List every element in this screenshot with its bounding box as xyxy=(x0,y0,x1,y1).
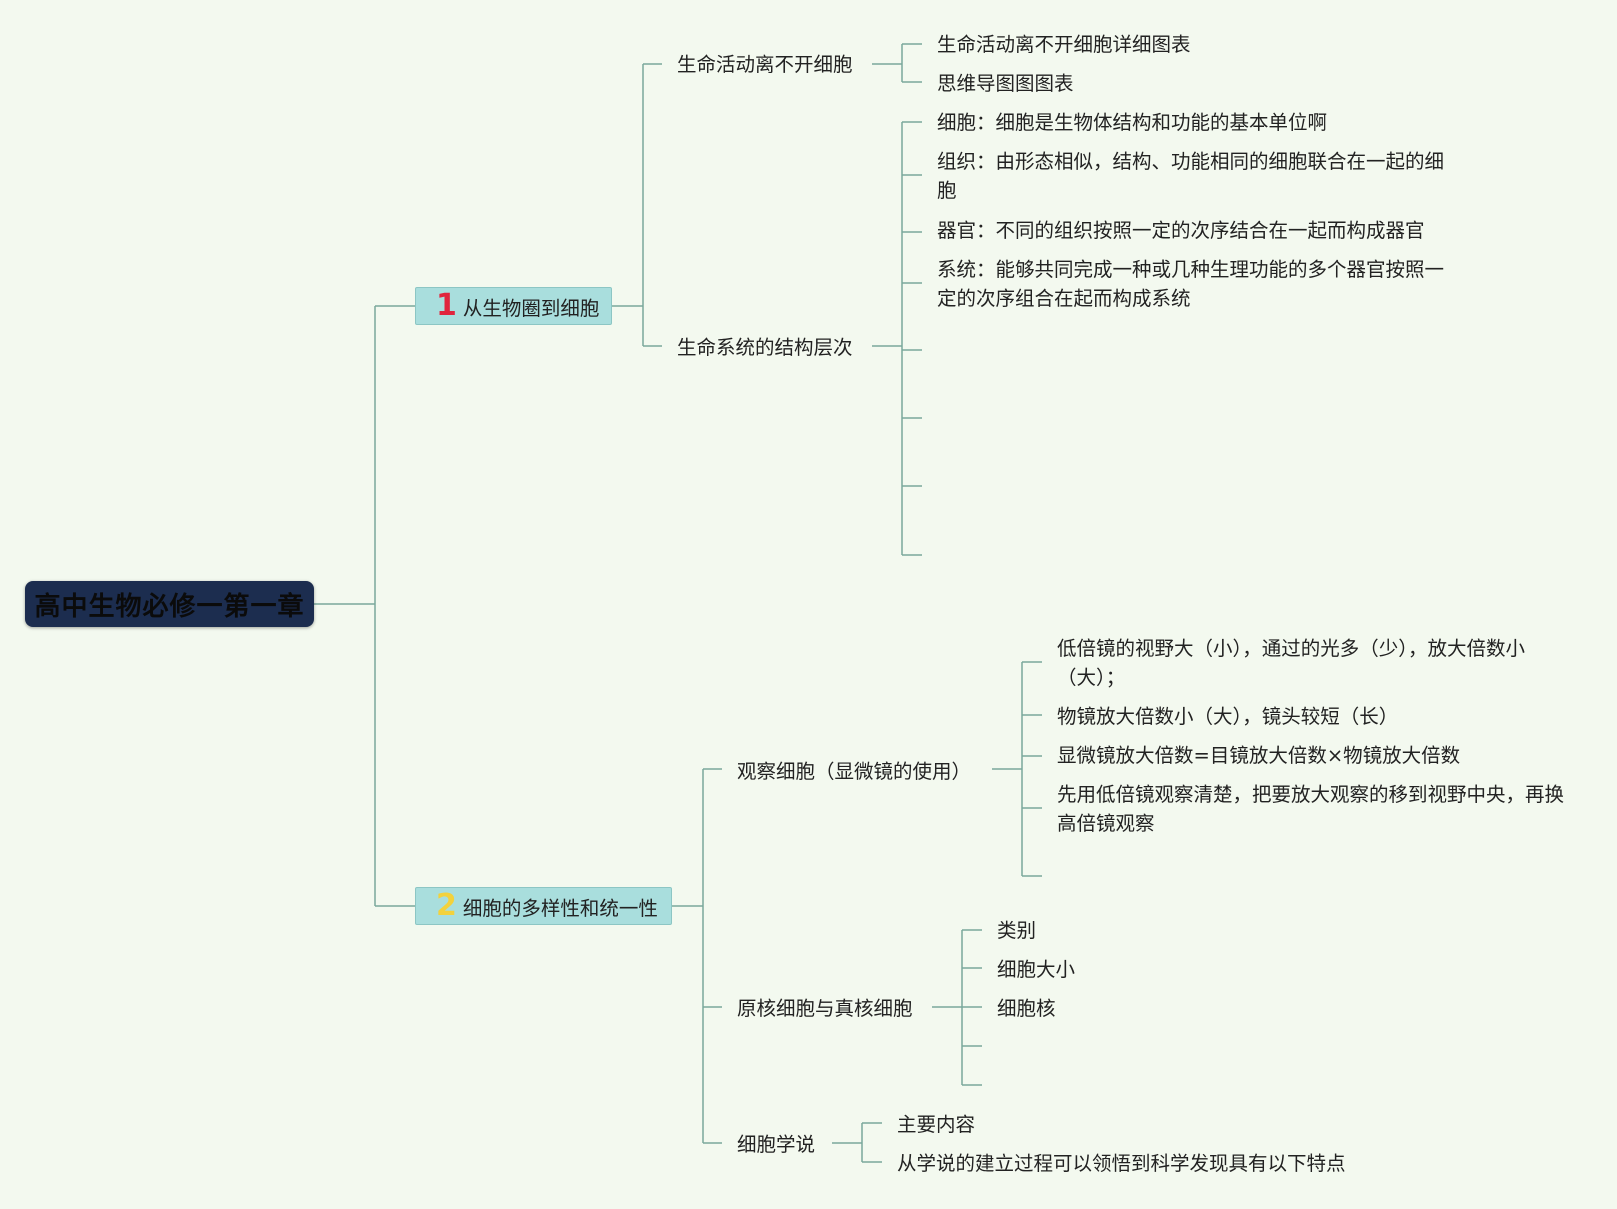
connector-observe xyxy=(992,661,1042,877)
branch-life-activity[interactable]: 生命活动离不开细胞 xyxy=(677,53,853,76)
leaf-life-system-4[interactable]: 系统：能够共同完成一种或几种生理功能的多个器官按照一定的次序组合在起而构成系统 xyxy=(937,258,1445,310)
leaf-theory-2[interactable]: 从学说的建立过程可以领悟到科学发现具有以下特点 xyxy=(897,1152,1346,1175)
root-node[interactable]: 高中生物必修一第一章 xyxy=(25,581,314,627)
leaf-prokaryote-1[interactable]: 类别 xyxy=(997,919,1037,942)
leaf-life-activity-2[interactable]: 思维导图图图表 xyxy=(937,72,1074,95)
topic-node-1[interactable]: 1 从生物圈到细胞 xyxy=(415,287,612,325)
leaf-life-system-3[interactable]: 器官：不同的组织按照一定的次序结合在一起而构成器官 xyxy=(937,219,1425,242)
connector-prokaryote xyxy=(932,929,982,1086)
topic-number-1: 1 xyxy=(436,288,457,323)
root-label: 高中生物必修一第一章 xyxy=(34,591,305,622)
leaf-observe-3[interactable]: 显微镜放大倍数=目镜放大倍数×物镜放大倍数 xyxy=(1057,744,1461,767)
branch-theory[interactable]: 细胞学说 xyxy=(737,1133,816,1156)
connector-topic1 xyxy=(612,63,662,347)
connector-theory xyxy=(832,1122,882,1163)
leaf-observe-1[interactable]: 低倍镜的视野大（小），通过的光多（少），放大倍数小（大）； xyxy=(1057,637,1526,689)
branch-life-system[interactable]: 生命系统的结构层次 xyxy=(677,336,853,359)
connector-life-system xyxy=(872,121,922,556)
branch-prokaryote[interactable]: 原核细胞与真核细胞 xyxy=(737,997,913,1020)
leaf-observe-4[interactable]: 先用低倍镜观察清楚，把要放大观察的移到视野中央，再换高倍镜观察 xyxy=(1057,783,1565,835)
topic-node-2[interactable]: 2 细胞的多样性和统一性 xyxy=(415,887,672,925)
leaf-life-system-1[interactable]: 细胞：细胞是生物体结构和功能的基本单位啊 xyxy=(937,111,1328,134)
leaf-life-activity-1[interactable]: 生命活动离不开细胞详细图表 xyxy=(937,33,1191,56)
topic-label-1: 从生物圈到细胞 xyxy=(462,296,600,320)
leaf-theory-1[interactable]: 主要内容 xyxy=(897,1113,976,1136)
leaf-prokaryote-3[interactable]: 细胞核 xyxy=(997,997,1056,1020)
leaf-life-system-2[interactable]: 组织：由形态相似，结构、功能相同的细胞联合在一起的细胞 xyxy=(937,150,1445,202)
connector-topic2 xyxy=(672,768,722,1144)
leaf-prokaryote-2[interactable]: 细胞大小 xyxy=(997,958,1076,981)
topic-number-2: 2 xyxy=(436,888,457,923)
branch-observe[interactable]: 观察细胞（显微镜的使用） xyxy=(737,760,972,783)
leaf-observe-2[interactable]: 物镜放大倍数小（大），镜头较短（长） xyxy=(1057,705,1399,728)
topic-label-2: 细胞的多样性和统一性 xyxy=(462,896,658,920)
connector-life-activity xyxy=(872,43,922,83)
connector-root xyxy=(314,305,415,907)
